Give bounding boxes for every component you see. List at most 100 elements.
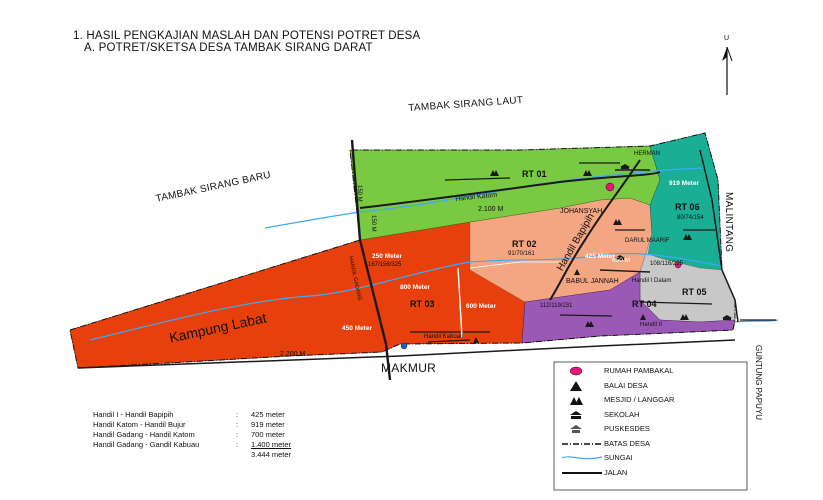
region-rt-04 [521,271,736,344]
legend-label: PUSKESDES [604,424,650,433]
road-rt01-b [444,177,511,181]
rt02-divider [469,261,560,269]
legend-label: SEKOLAH [604,409,640,419]
health-icon [570,425,582,433]
distance-425: 425 Meter [585,253,615,260]
legend-label: JALAN [604,467,628,477]
school-icon [615,255,625,260]
puskesdes-marker [400,342,408,350]
legend-item: BATAS DESA [562,438,744,453]
summary-sep: : [236,420,239,429]
neighbor-east: MALINTANG [723,192,734,253]
summary-name: Handil Katom - Handil Bujur [93,420,186,429]
mosque-markers [473,170,692,343]
legend: RUMAH PAMBAKAL BALAI DESA MESJID / LANGG… [562,365,744,481]
legend-item: MESJID / LANGGAR [562,394,744,409]
summary-sep: : [236,440,239,449]
summary-total-row: 3.444 meter [93,450,294,460]
distance-250: 250 Meter [372,253,402,260]
handil-dalam-label: Handil I Dalam [632,278,672,284]
legend-label: RUMAH PAMBAKAL [604,366,674,375]
summary-sep: : [236,430,239,439]
summary-value: 425 meter [251,410,285,419]
summary-name: Handil Gadang - Handil Katom [93,430,195,439]
region-label-rt-03: RT 03 [410,299,435,309]
road-rt04-b [639,301,713,305]
summary-row: Handil Katom - Handil Bujur : 919 meter [93,420,294,430]
rt03-divider [457,267,463,339]
distance-2200: 2.200 M [280,351,306,358]
legend-item: JALAN [562,467,744,482]
mosque-icon [570,397,583,405]
distance-summary: Handil I - Handil Bapipih : 425 meter Ha… [93,410,294,460]
legend-item: SUNGAI [562,452,744,467]
north-arrow-icon [722,46,733,95]
region-label-rt-05: RT 05 [682,287,707,297]
mosque-icon [574,269,580,275]
summary-total: 3.444 meter [251,450,292,459]
summary-value: 1.400 meter [251,440,292,449]
pambakal-house-marker-2 [674,261,682,269]
legend-item: BALAI DESA [562,380,744,395]
legend-label: BALAI DESA [604,380,648,390]
region-label-rt-02: RT 02 [512,239,537,249]
road-south [77,339,736,369]
mosque-icon [583,170,592,176]
distance-650: 650 M [612,257,631,264]
distance-919: 919 Meter [669,180,699,187]
handil-kabuau-label: Handil Kabuau [424,334,464,340]
summary-row: Handil I - Handil Bapipih : 425 meter [93,410,294,420]
road-rt04-a [559,314,613,317]
road-east [699,149,739,323]
school-markers [615,164,732,320]
road-kabuau [427,339,471,343]
river-main [89,252,723,341]
compass-label: U [724,35,730,42]
handil-katom-distance: 2.100 M [478,206,504,213]
distance-150-a: 150 M [356,185,362,202]
school-icon [620,164,630,169]
region-label-rt-01: RT 01 [522,169,547,179]
handil-ii-label: Handil II [640,322,663,328]
summary-sep: : [236,410,239,419]
region-label-rt-06: RT 06 [675,202,700,212]
region-stats-rt-02: 91/70/161 [508,251,535,257]
summary-value: 700 meter [251,430,285,439]
babul-jannah-label: BABUL JANNAH [566,278,619,285]
title-line-1: 1. HASIL PENGKAJIAN MASLAH DAN POTENSI P… [73,30,421,42]
mosque-icon [585,321,594,327]
herman-label: HERMAN [634,151,661,157]
road-handil-bapipih [549,159,641,301]
distance-800: 800 Meter [400,284,430,291]
pink-dot-icon [569,366,583,376]
legend-item: PUSKESDES [562,423,744,438]
dashdot-line-icon [562,442,602,445]
mosque-icon [640,314,646,320]
road-handil-katom [359,171,661,209]
river-north [264,167,706,229]
mosque-icon [683,234,692,240]
neighbor-southeast: GUNTUNG PAPUYU [754,345,763,420]
legend-box [553,361,748,491]
legend-label: MESJID / LANGGAR [604,395,675,404]
region-stats-rt-06: 80/74/154 [677,215,704,221]
darul-maarif-label: DARUL MAARIF [625,238,670,244]
mosque-icon [680,314,689,320]
mosque-icon [473,337,479,343]
legend-label: BATAS DESA [604,438,650,448]
summary-value: 919 meter [251,420,285,429]
road-line-icon [562,471,602,474]
river-line-icon [562,456,602,460]
distance-450: 450 Meter [342,325,372,332]
legend-label: SUNGAI [604,453,633,462]
mosque-icon [490,170,499,176]
region-label-rt-04: RT 04 [632,299,657,309]
region-stats-rt-04: 112/119/231 [540,303,573,309]
summary-row: Handil Gadang - Handil Katom : 700 meter [93,430,294,440]
distance-150-b: 150 M [370,215,376,232]
region-stats-rt-03: 167/156/325 [368,262,402,268]
school-icon [722,315,732,320]
neighbor-south: MAKMUR [381,361,437,375]
